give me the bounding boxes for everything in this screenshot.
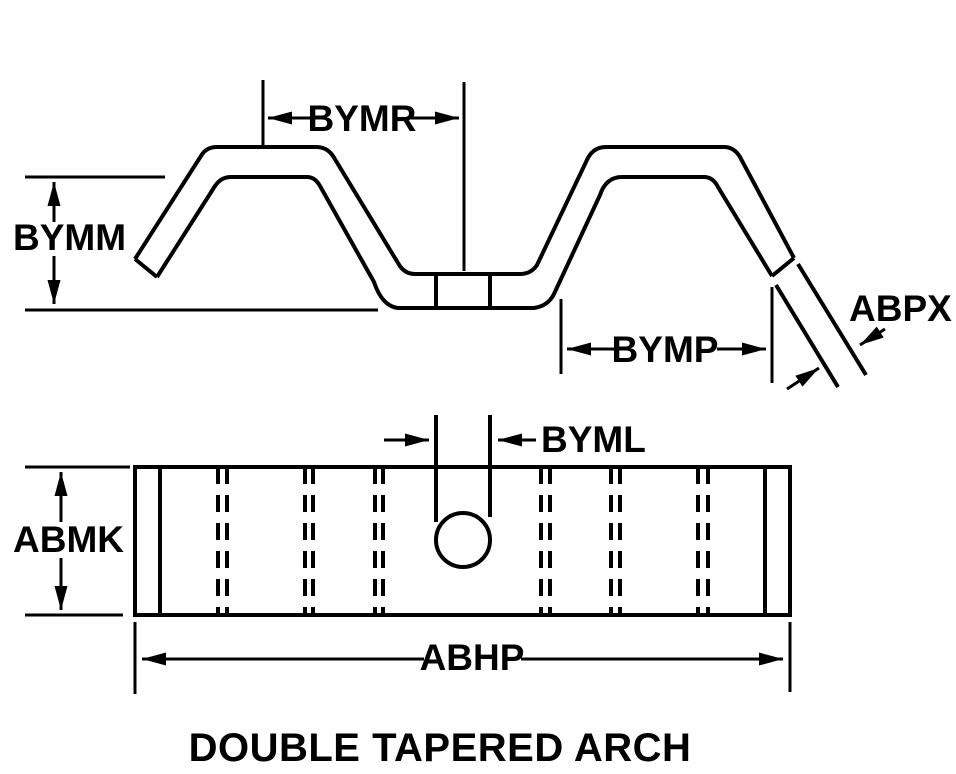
bymm-label: BYMM — [13, 217, 126, 258]
abpx-arrow-lower — [786, 366, 820, 391]
bymr-label: BYMR — [308, 98, 417, 139]
abpx-label: ABPX — [849, 288, 952, 329]
plan-extension-lines — [25, 465, 792, 694]
plan-dimension-arrows — [54, 433, 783, 666]
strip-left-end-cap — [133, 257, 159, 279]
tapered-end-lower-edge — [774, 283, 840, 389]
profile-dimension-arrows — [47, 111, 886, 391]
byml-label: BYML — [541, 419, 646, 460]
bend-lines — [216, 467, 710, 615]
tapered-end-upper-edge — [796, 262, 868, 377]
dimension-labels: BYMR BYMM BYMP ABPX BYML ABMK ABHP — [13, 98, 952, 678]
center-hole — [434, 511, 492, 569]
profile-extension-lines — [25, 80, 774, 383]
strip-outer-profile — [133, 145, 796, 276]
drawing-title: DOUBLE TAPERED ARCH — [189, 726, 692, 770]
plan-view — [133, 415, 792, 617]
abmk-label: ABMK — [13, 519, 124, 560]
abhp-label: ABHP — [420, 637, 525, 678]
strip-right-end-cap — [770, 256, 796, 278]
bymp-label: BYMP — [612, 329, 719, 370]
profile-view — [133, 145, 868, 389]
strip-inner-profile — [155, 175, 774, 310]
abpx-arrow-upper — [859, 326, 886, 347]
plan-outline — [133, 465, 792, 617]
